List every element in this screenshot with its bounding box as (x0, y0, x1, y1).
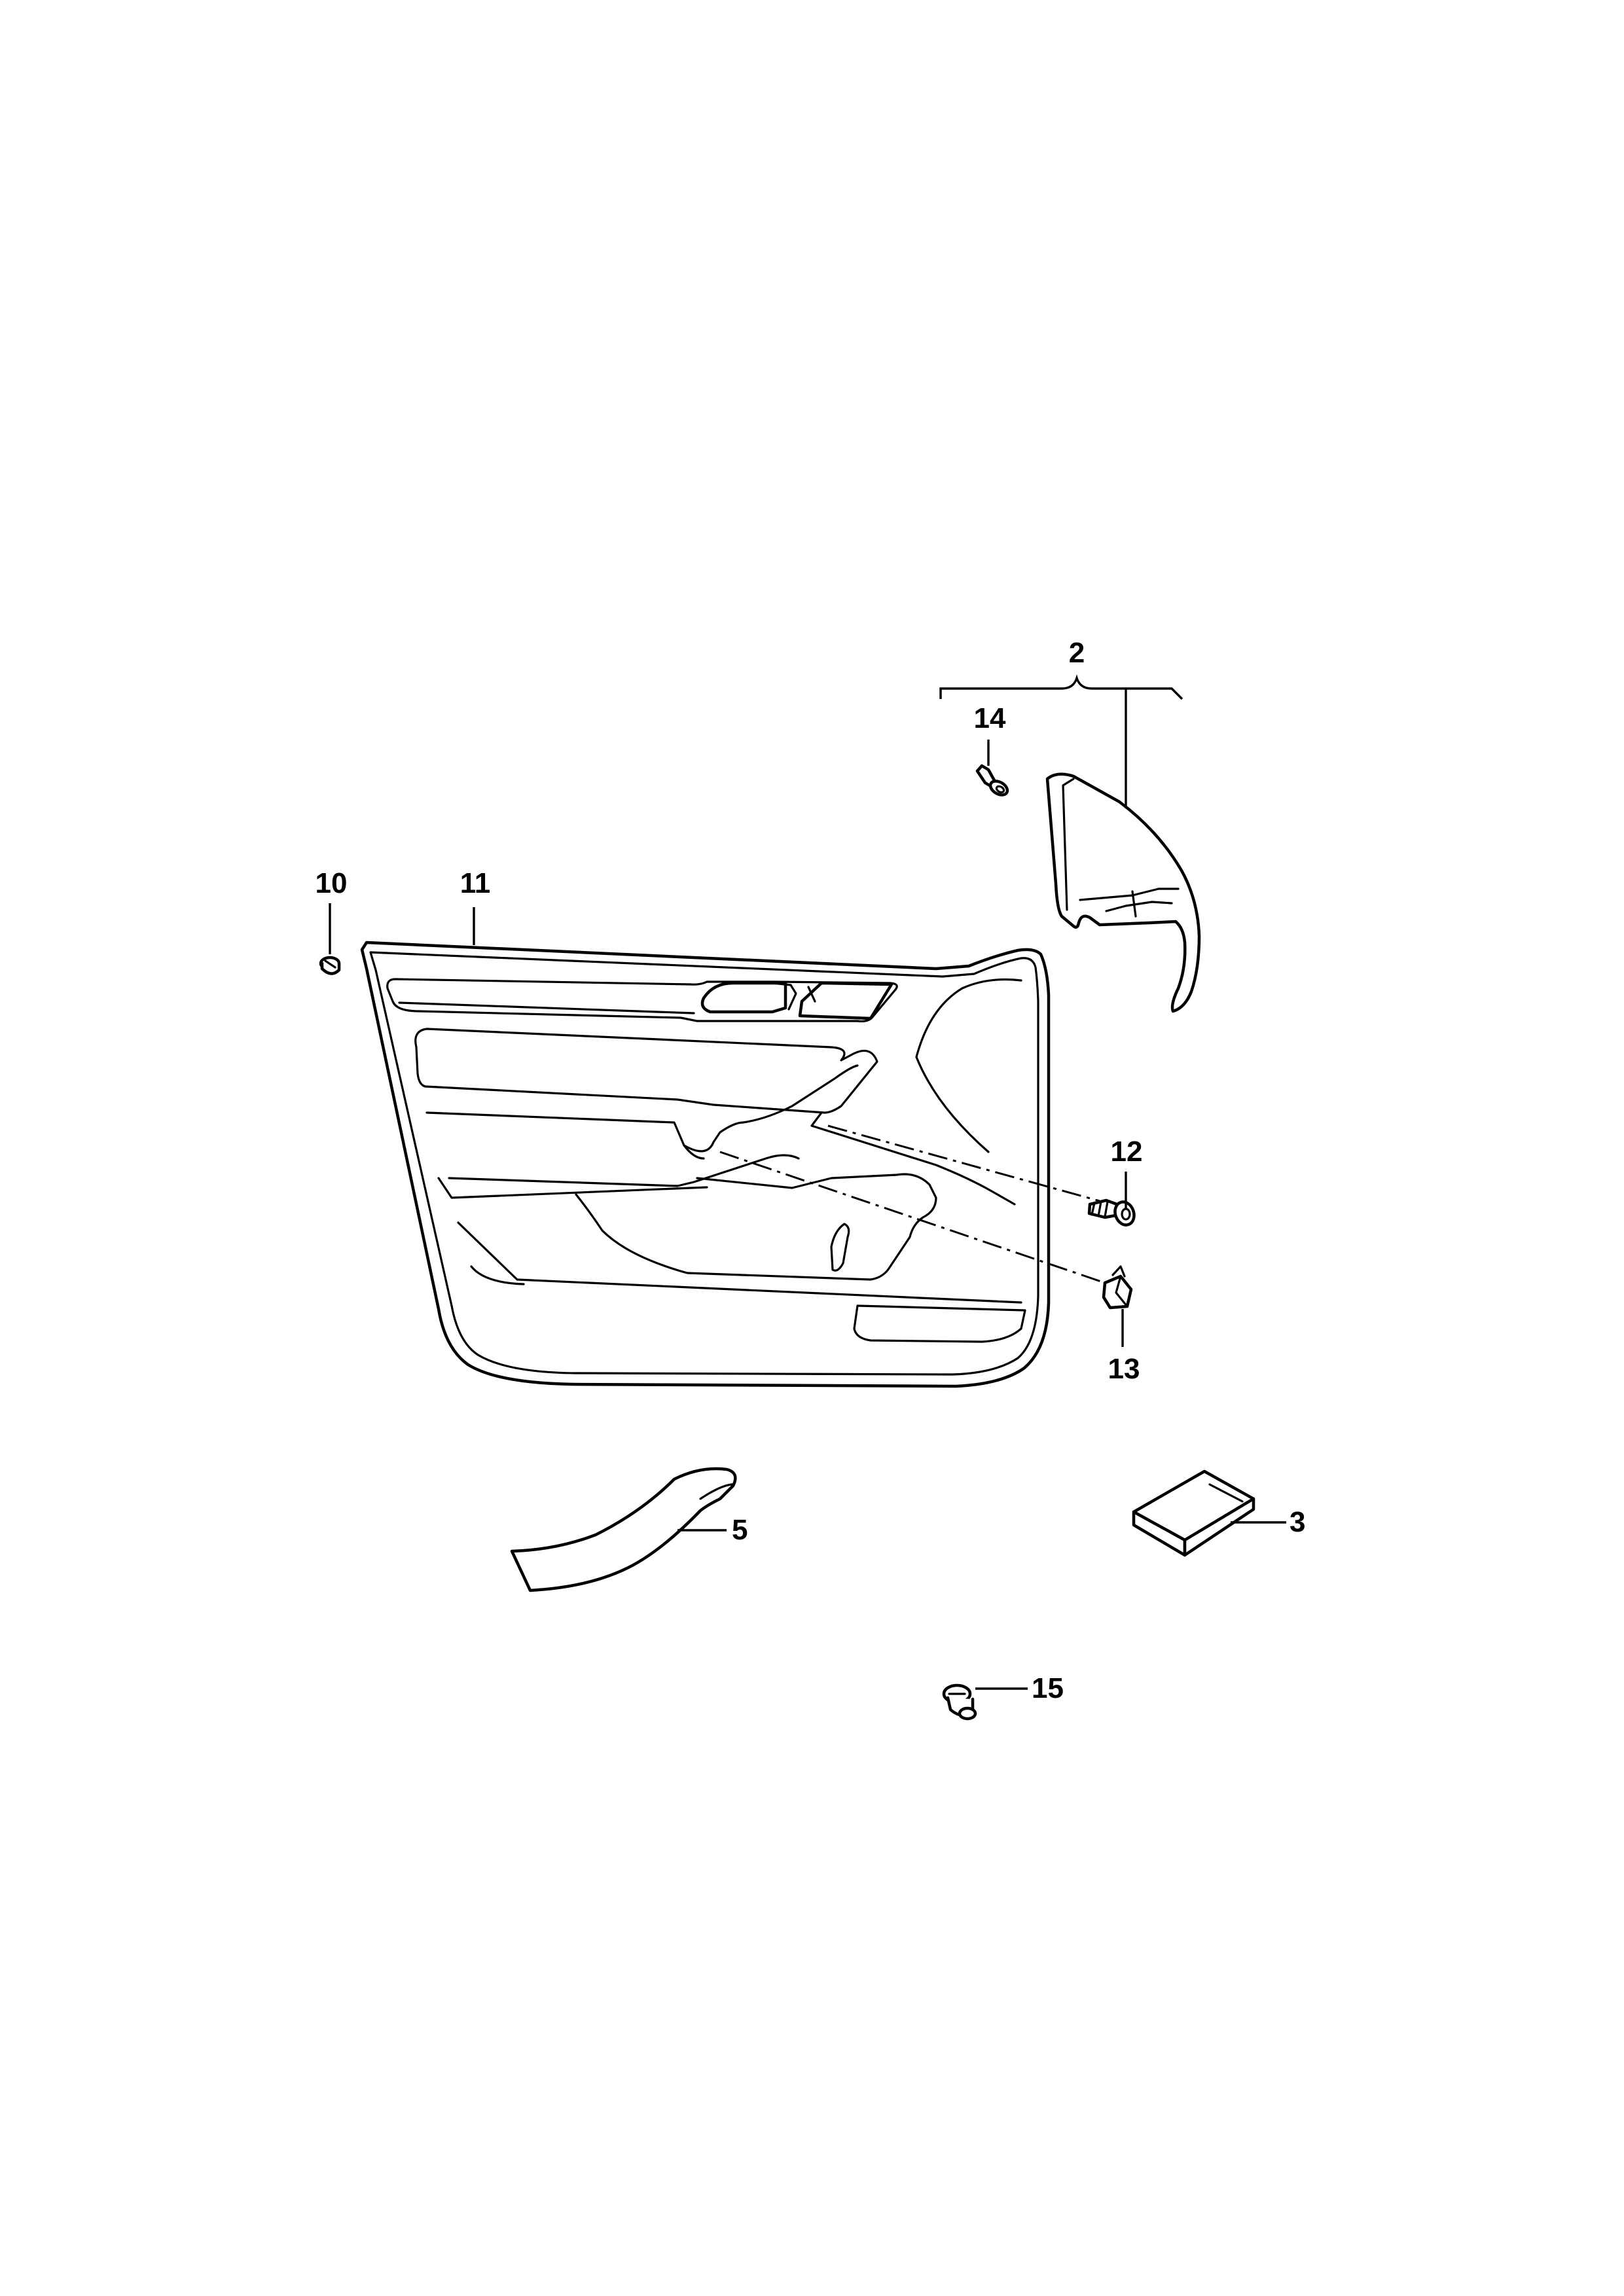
part-5-insert (510, 1467, 737, 1592)
part-10-clip (319, 956, 341, 975)
callout-labels: 2 14 10 11 12 13 5 3 15 (316, 637, 1306, 1704)
part-2-mirror-trim (1045, 772, 1201, 1013)
callout-12: 12 (1111, 1136, 1143, 1168)
dash-dot-lines (719, 1124, 1106, 1284)
callout-10: 10 (316, 867, 348, 899)
part-11-door-panel (360, 941, 1051, 1388)
part-12-screw (1087, 1198, 1136, 1227)
part-15-clip (942, 1683, 977, 1721)
callout-2: 2 (1069, 637, 1085, 669)
leader-lines (329, 674, 1286, 1690)
part-14-clip (975, 764, 1009, 797)
callout-11: 11 (460, 867, 491, 899)
callout-3: 3 (1290, 1506, 1305, 1538)
callout-15: 15 (1032, 1672, 1064, 1704)
part-13-clip-nut (1102, 1265, 1133, 1310)
part-3-cover (1132, 1469, 1255, 1557)
callout-5: 5 (732, 1514, 748, 1546)
callout-13: 13 (1108, 1353, 1140, 1385)
callout-14: 14 (974, 702, 1006, 734)
